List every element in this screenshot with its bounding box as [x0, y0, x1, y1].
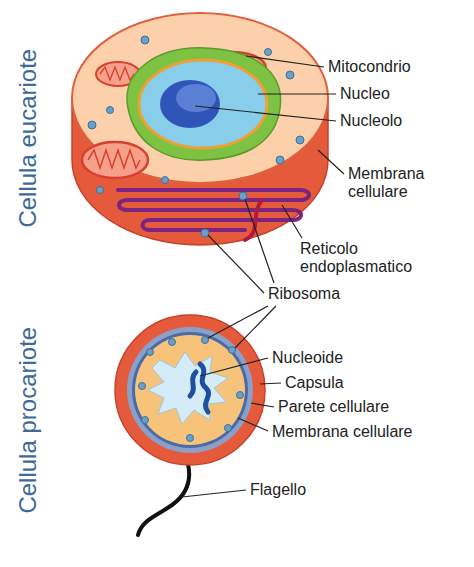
cytoplasm	[135, 335, 245, 445]
nucleus	[139, 60, 267, 148]
cell-title: Cellula procariote	[15, 327, 41, 514]
part-label: Membrana cellulare	[348, 165, 448, 200]
rough-er	[118, 190, 309, 230]
part-label: Parete cellulare	[278, 398, 389, 416]
cell-wall	[127, 327, 253, 453]
cell-membrane	[132, 332, 248, 448]
nucleolus	[160, 80, 220, 128]
part-label: Ribosoma	[268, 285, 340, 303]
cell-top	[72, 13, 328, 183]
flagellum	[138, 464, 189, 535]
ribosome	[139, 337, 244, 442]
ribosome	[88, 36, 304, 237]
part-label: Nucleo	[340, 85, 390, 103]
part-label: Membrana cellulare	[272, 423, 413, 441]
part-label: Flagello	[250, 481, 306, 499]
nucleoid	[148, 352, 228, 424]
part-label: Mitocondrio	[328, 58, 411, 76]
eukaryotic-cell	[72, 13, 328, 245]
part-label: Nucleoide	[272, 349, 343, 367]
dna	[190, 364, 209, 412]
cell-title: Cellula eucariote	[15, 49, 41, 228]
endoplasmic-reticulum	[127, 48, 281, 160]
part-label: Capsula	[285, 374, 344, 392]
part-label: Nucleolo	[340, 112, 402, 130]
capsule	[115, 315, 265, 465]
mitochondrion	[82, 142, 148, 178]
part-label: Reticolo endoplasmatico	[300, 240, 450, 275]
prokaryotic-cell	[115, 315, 265, 535]
